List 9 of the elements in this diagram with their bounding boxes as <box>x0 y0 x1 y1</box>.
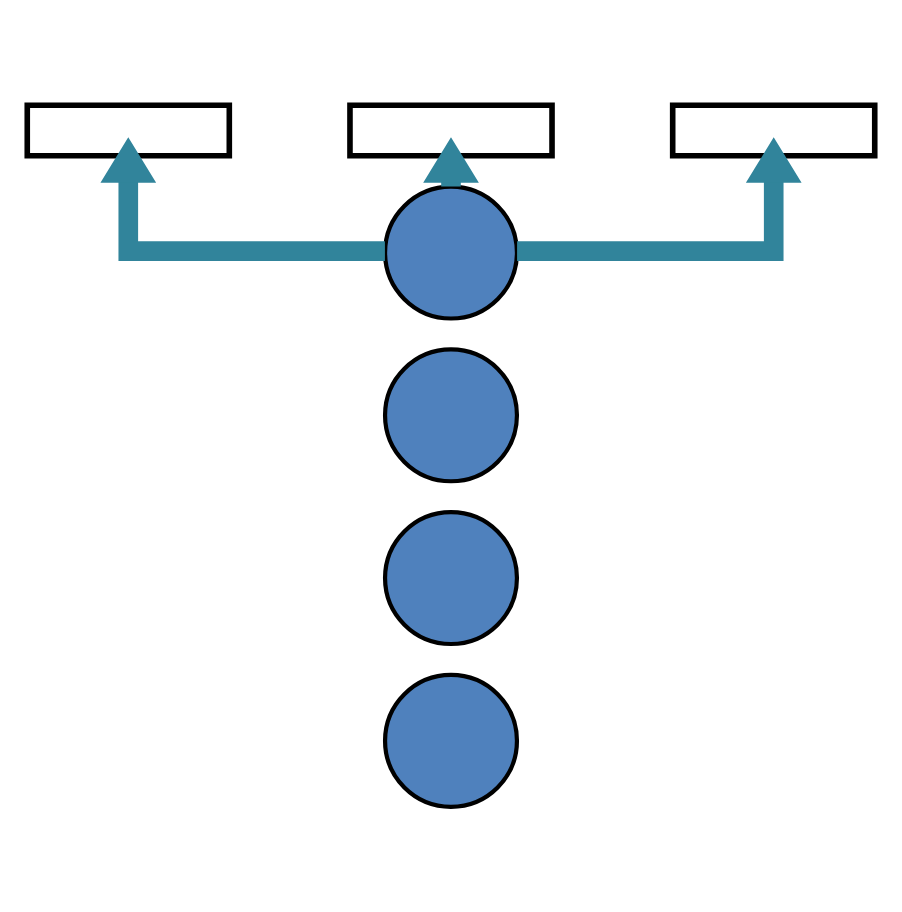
arrow <box>517 137 802 261</box>
arrow <box>100 137 385 261</box>
node-box <box>24 102 233 159</box>
node-circle <box>382 672 520 809</box>
node-box <box>669 102 878 159</box>
node-circle <box>382 347 520 484</box>
node-circle <box>382 184 520 321</box>
node-circle <box>382 510 520 647</box>
node-box <box>347 102 555 159</box>
